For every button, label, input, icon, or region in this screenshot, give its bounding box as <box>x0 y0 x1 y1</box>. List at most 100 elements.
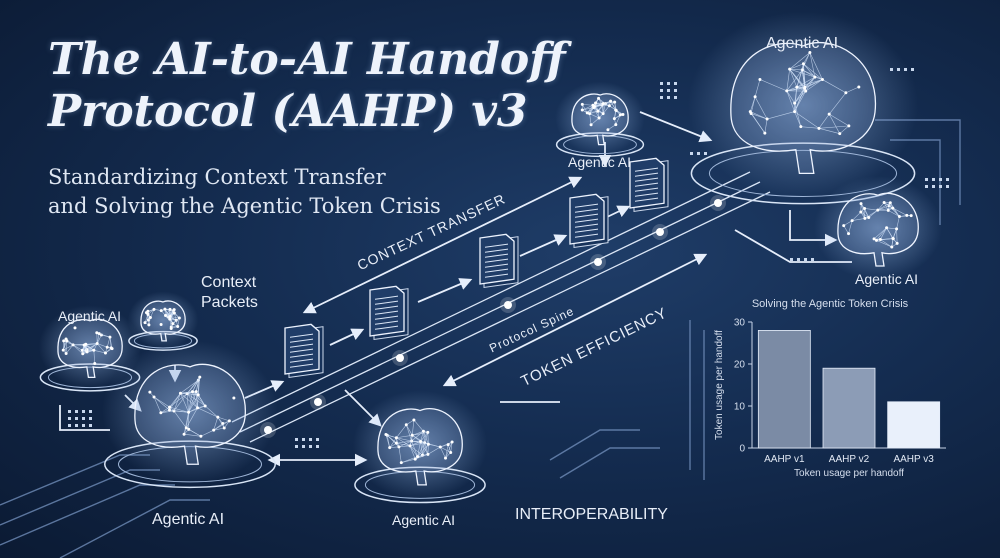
dot <box>932 178 935 181</box>
label-agent-left: Agentic AI <box>58 308 122 324</box>
spine-node <box>656 228 664 236</box>
dot <box>697 152 700 155</box>
dot <box>295 438 298 441</box>
brain-agent-small-left <box>127 291 199 351</box>
dot <box>89 410 92 413</box>
dot <box>309 445 312 448</box>
chart-y-tick-label: 0 <box>739 444 745 455</box>
title-line-2: Protocol (AAHP) v3 <box>48 86 528 137</box>
chart-bar <box>757 330 811 449</box>
dot <box>316 445 319 448</box>
dot <box>82 417 85 420</box>
dot <box>75 410 78 413</box>
brain-agent-top-right <box>687 11 919 205</box>
spine-node-glow <box>500 297 516 313</box>
label-agent-top-right: Agentic AI <box>766 35 839 52</box>
label-agent-bottom-mid: Agentic AI <box>392 512 456 528</box>
label-agent-mid-right: Agentic AI <box>855 271 919 287</box>
dot <box>89 417 92 420</box>
dot <box>89 424 92 427</box>
chart-y-tick-label: 10 <box>734 402 746 413</box>
dot <box>302 445 305 448</box>
context-packet-doc <box>369 285 409 341</box>
dot <box>75 417 78 420</box>
dot <box>667 89 670 92</box>
chart-bar <box>887 401 941 449</box>
context-packet-doc <box>284 323 324 379</box>
chart-y-axis-label: Token usage per handoff <box>714 330 725 440</box>
dot <box>811 258 814 261</box>
page-title: The AI-to-AI Handoff Protocol (AAHP) v3 <box>48 34 568 138</box>
brain-agent-bottom-left <box>102 340 278 489</box>
chart-x-tick-label: AAHP v1 <box>764 454 805 465</box>
spine-node <box>314 398 322 406</box>
chart-x-tick-label: AAHP v3 <box>893 454 934 465</box>
dot <box>667 82 670 85</box>
brain-agent-bottom-mid <box>352 390 488 504</box>
context-transfer-arrow <box>302 176 583 314</box>
spine-node-glow <box>310 394 326 410</box>
dot <box>302 438 305 441</box>
label-agent-top-mid: Agentic AI <box>568 154 632 170</box>
dot <box>660 89 663 92</box>
brain-agent-mid-right <box>814 176 942 280</box>
dot <box>925 185 928 188</box>
dot <box>946 178 949 181</box>
dot <box>946 185 949 188</box>
chart-y-tick-label: 20 <box>734 360 746 371</box>
label-interoperability: INTEROPERABILITY <box>515 506 668 523</box>
label-agent-bottom-left: Agentic AI <box>152 511 225 528</box>
dot <box>295 445 298 448</box>
title-line-1: The AI-to-AI Handoff <box>48 34 566 85</box>
agent-brains <box>38 11 942 504</box>
context-packets <box>284 157 669 379</box>
chart-y-tick-label: 30 <box>734 318 746 329</box>
context-packet-doc <box>569 193 609 249</box>
subtitle-line-2: and Solving the Agentic Token Crisis <box>48 194 441 218</box>
dot <box>68 410 71 413</box>
decorative-dot-clusters <box>68 68 949 448</box>
dot <box>932 185 935 188</box>
dot <box>75 424 78 427</box>
chart-x-tick-label: AAHP v2 <box>829 454 870 465</box>
dot <box>804 258 807 261</box>
dot <box>897 68 900 71</box>
dot <box>690 152 693 155</box>
context-packet-doc <box>479 233 519 289</box>
dot <box>704 152 707 155</box>
spine-node-glow <box>652 224 668 240</box>
dot <box>911 68 914 71</box>
dot <box>82 410 85 413</box>
subtitle-line-1: Standardizing Context Transfer <box>48 165 386 189</box>
label-context-packets: Context Packets <box>201 274 258 311</box>
dot <box>660 96 663 99</box>
dot <box>667 96 670 99</box>
spine-node-glow <box>392 350 408 366</box>
spine-node-glow <box>590 254 606 270</box>
dot <box>925 178 928 181</box>
subtitle: Standardizing Context Transfer and Solvi… <box>48 163 468 221</box>
dot <box>309 438 312 441</box>
dot <box>904 68 907 71</box>
dot <box>939 178 942 181</box>
dot <box>674 96 677 99</box>
token-efficiency-arrow <box>442 253 708 387</box>
dot <box>674 89 677 92</box>
chart-bar <box>822 367 876 449</box>
dot <box>674 82 677 85</box>
dot <box>790 258 793 261</box>
context-packet-doc <box>629 157 669 213</box>
dot <box>939 185 942 188</box>
dot <box>68 424 71 427</box>
dot <box>316 438 319 441</box>
dot <box>82 424 85 427</box>
chart-x-axis-label: Token usage per handoff <box>794 468 904 479</box>
dot <box>660 82 663 85</box>
dot <box>68 417 71 420</box>
spine-node-glow <box>710 195 726 211</box>
spine-node <box>396 354 404 362</box>
dot <box>797 258 800 261</box>
brain-agent-top-mid <box>555 81 645 158</box>
